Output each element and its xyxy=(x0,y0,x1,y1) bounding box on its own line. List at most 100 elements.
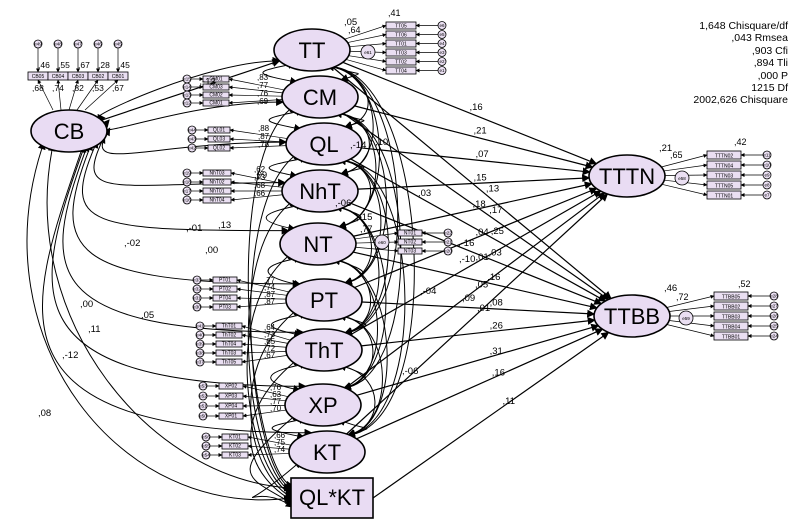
indicator-label: QL01 xyxy=(213,128,225,134)
error-term xyxy=(195,321,205,331)
loading-path xyxy=(241,350,287,355)
loading-path xyxy=(230,194,283,202)
error-label: e25 xyxy=(770,324,778,329)
path-coefficient: ,01 xyxy=(476,252,489,263)
covariance-coefficient: ,13 xyxy=(218,220,231,231)
loading-value: ,64 xyxy=(348,25,361,35)
indicator-label: ThT05 xyxy=(222,360,237,366)
loading-path xyxy=(68,79,79,111)
path-coefficient: ,08 xyxy=(490,298,503,309)
residual-term xyxy=(360,44,376,60)
indicator-label: CM01 xyxy=(209,101,223,107)
error-label: e22 xyxy=(444,231,452,236)
covariance-coefficient: ,00 xyxy=(80,299,93,310)
error-label: e53 xyxy=(199,384,207,389)
path-coefficient: ,11 xyxy=(503,396,516,407)
path-coefficient: ,01 xyxy=(477,303,490,314)
error-label: e49 xyxy=(34,42,42,47)
error-term xyxy=(437,39,447,48)
loading-value: ,62 xyxy=(254,165,266,174)
error-label: e21 xyxy=(444,240,452,245)
error-term xyxy=(769,291,779,301)
indicator-label: NhT01 xyxy=(209,189,224,195)
error-label: e18 xyxy=(183,180,191,185)
loading-value: ,66 xyxy=(254,189,266,198)
loading-path xyxy=(242,403,286,408)
indicator-label: TTBB04 xyxy=(722,325,741,331)
error-label: e12 xyxy=(183,101,191,106)
structural-path xyxy=(342,61,598,165)
loading-value: ,64 xyxy=(264,323,276,332)
loading-path xyxy=(663,163,708,172)
covariance-arc xyxy=(46,143,292,492)
loading-value: ,65 xyxy=(264,337,276,346)
loading-path xyxy=(241,342,287,348)
error-label: e27 xyxy=(770,304,778,309)
structural-path xyxy=(343,113,610,301)
structural-path xyxy=(372,331,610,499)
latent-label-kt: KT xyxy=(313,440,341,465)
loading-value: ,83 xyxy=(257,73,269,82)
error-label: e43 xyxy=(188,137,196,142)
indicator-r2: ,45 xyxy=(118,60,130,70)
covariance-coefficient: ,-06 xyxy=(335,198,351,209)
indicator-r2: ,41 xyxy=(388,8,401,18)
loading-path xyxy=(242,409,287,418)
loading-path xyxy=(666,294,715,308)
loading-value: ,74 xyxy=(264,283,276,292)
structural-path xyxy=(354,105,594,170)
indicator-label: KT02 xyxy=(229,444,241,450)
residual-label: e58 xyxy=(678,176,686,181)
error-label: e46 xyxy=(94,42,102,47)
indicator-label: CB05 xyxy=(32,74,45,80)
error-term xyxy=(198,391,208,401)
residual-term xyxy=(674,170,690,186)
loading-value: ,65 xyxy=(670,150,683,160)
error-label: e28 xyxy=(770,294,778,299)
indicator-label: ThT02 xyxy=(222,333,237,339)
loading-value: ,74 xyxy=(52,83,64,93)
indicator-r2: ,67 xyxy=(78,60,90,70)
error-label: e24 xyxy=(770,334,778,339)
fit-df: 1215 Df xyxy=(751,82,788,95)
fit-p: ,000 P xyxy=(757,69,788,82)
structural-path xyxy=(101,59,281,121)
loading-path xyxy=(230,180,283,188)
loading-value: ,87 xyxy=(258,132,270,141)
indicator-r2: ,42 xyxy=(734,137,747,147)
path-coefficient: ,15 xyxy=(474,173,487,184)
indicator-label: PT03 xyxy=(219,305,231,311)
error-label: e4 xyxy=(439,41,445,46)
latent-label-cb: CB xyxy=(54,119,85,144)
error-term xyxy=(187,143,197,153)
indicator-label: QL03 xyxy=(213,137,225,143)
loading-value: ,63 xyxy=(270,390,282,399)
loading-value: ,72 xyxy=(676,292,689,302)
structural-path xyxy=(353,181,593,237)
structural-path xyxy=(352,251,598,311)
latent-r2: ,46 xyxy=(664,283,677,294)
covariance-arc xyxy=(97,56,281,122)
error-label: e38 xyxy=(196,351,204,356)
loading-path xyxy=(229,128,288,139)
loading-value: ,67 xyxy=(264,351,276,360)
loading-path xyxy=(241,325,291,341)
fit-rmsea: ,043 Rmsea xyxy=(731,32,788,45)
error-term xyxy=(762,190,772,200)
latent-label-ql: QL xyxy=(309,132,338,157)
covariance-coefficient: ,05 xyxy=(141,310,154,321)
error-term xyxy=(182,195,192,205)
loading-path xyxy=(228,99,283,105)
indicator-label: XP01 xyxy=(225,414,237,420)
indicator-label: TT04 xyxy=(395,69,407,75)
structural-path xyxy=(361,316,596,347)
indicator-label: ThT04 xyxy=(222,342,237,348)
covariance-coefficient: ,-10 xyxy=(459,254,475,265)
loading-value: ,88 xyxy=(258,124,270,133)
error-label: e2 xyxy=(439,59,445,64)
indicator-label: TT03 xyxy=(395,51,407,57)
indicator-r2: ,28 xyxy=(98,60,110,70)
loading-value: ,73 xyxy=(264,330,276,339)
path-coefficient: ,16 xyxy=(487,272,500,283)
indicator-label: XP04 xyxy=(225,404,237,410)
